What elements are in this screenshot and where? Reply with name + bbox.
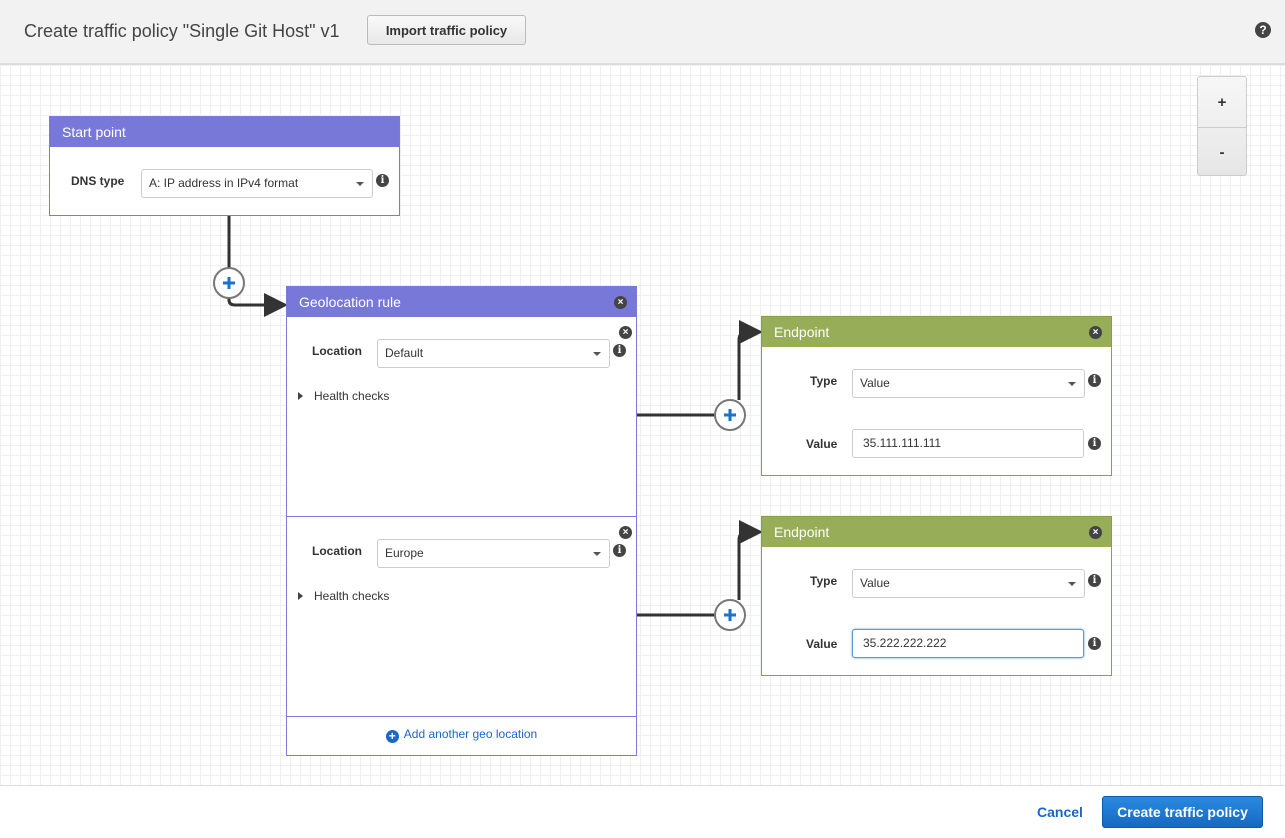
type-select[interactable]: Value	[852, 369, 1085, 398]
info-icon[interactable]: i	[376, 174, 389, 187]
connectors	[213, 216, 763, 631]
type-label: Type	[810, 574, 838, 588]
location-select[interactable]: Default	[377, 339, 610, 368]
add-geo-location-label: Add another geo location	[403, 727, 538, 741]
info-icon[interactable]: i	[1088, 374, 1101, 387]
info-icon[interactable]: i	[613, 344, 626, 357]
value-label: Value	[806, 637, 838, 651]
type-select[interactable]: Value	[852, 569, 1085, 598]
value-input[interactable]: 35.111.111.111	[852, 429, 1084, 458]
add-geo-location-link[interactable]: + Add another geo location	[287, 727, 636, 743]
health-checks-toggle[interactable]: Health checks	[297, 589, 390, 603]
plus-circle-icon: +	[385, 730, 399, 743]
dns-type-select[interactable]: A: IP address in IPv4 format	[141, 169, 373, 198]
import-traffic-policy-button[interactable]: Import traffic policy	[367, 15, 526, 45]
node-title: Endpoint ×	[762, 517, 1111, 547]
value-input[interactable]: 35.222.222.222	[852, 629, 1084, 658]
create-traffic-policy-button[interactable]: Create traffic policy	[1102, 796, 1263, 828]
endpoint-node[interactable]: Endpoint × Type Value i Value 35.111.111.…	[761, 316, 1112, 476]
location-select[interactable]: Europe	[377, 539, 610, 568]
health-checks-toggle[interactable]: Health checks	[297, 389, 390, 403]
info-icon[interactable]: i	[613, 544, 626, 557]
info-icon[interactable]: i	[1088, 437, 1101, 450]
info-icon[interactable]: i	[1088, 637, 1101, 650]
close-icon[interactable]: ×	[619, 526, 632, 539]
start-point-node[interactable]: Start point DNS type A: IP address in IP…	[49, 116, 400, 216]
info-icon[interactable]: i	[1088, 574, 1101, 587]
location-label: Location	[312, 344, 362, 358]
node-title-text: Geolocation rule	[299, 294, 401, 310]
zoom-in-button[interactable]: +	[1217, 93, 1227, 111]
connector-line	[227, 293, 288, 317]
close-icon[interactable]: ×	[614, 296, 627, 309]
zoom-controls: + -	[1197, 76, 1247, 176]
node-title-text: Endpoint	[774, 324, 830, 340]
close-icon[interactable]: ×	[1089, 326, 1102, 339]
footer-bar: Cancel Create traffic policy	[0, 785, 1285, 838]
node-title-text: Endpoint	[774, 524, 830, 540]
page-title: Create traffic policy "Single Git Host" …	[24, 21, 340, 41]
connector-line	[737, 320, 763, 400]
value-label: Value	[806, 437, 838, 451]
dns-type-label: DNS type	[71, 174, 125, 188]
add-node-button[interactable]	[213, 267, 245, 299]
close-icon[interactable]: ×	[619, 326, 632, 339]
geo-rule-section: × Location Default i Health checks	[287, 317, 636, 517]
node-title: Endpoint ×	[762, 317, 1111, 347]
add-node-button[interactable]	[714, 599, 746, 631]
geo-rule-section: × Location Europe i Health checks	[287, 517, 636, 717]
node-title: Start point	[50, 117, 399, 147]
geolocation-rule-node[interactable]: Geolocation rule × × Location Default i H…	[286, 286, 637, 756]
zoom-out-button[interactable]: -	[1198, 127, 1246, 177]
close-icon[interactable]: ×	[1089, 526, 1102, 539]
type-label: Type	[810, 374, 838, 388]
cancel-button[interactable]: Cancel	[1037, 804, 1083, 820]
endpoint-node[interactable]: Endpoint × Type Value i Value 35.222.222.…	[761, 516, 1112, 676]
add-node-button[interactable]	[714, 399, 746, 431]
node-title: Geolocation rule ×	[287, 287, 636, 317]
help-icon[interactable]: ?	[1255, 22, 1271, 38]
location-label: Location	[312, 544, 362, 558]
connector-line	[737, 520, 763, 600]
page-header: Create traffic policy "Single Git Host" …	[0, 0, 1285, 65]
